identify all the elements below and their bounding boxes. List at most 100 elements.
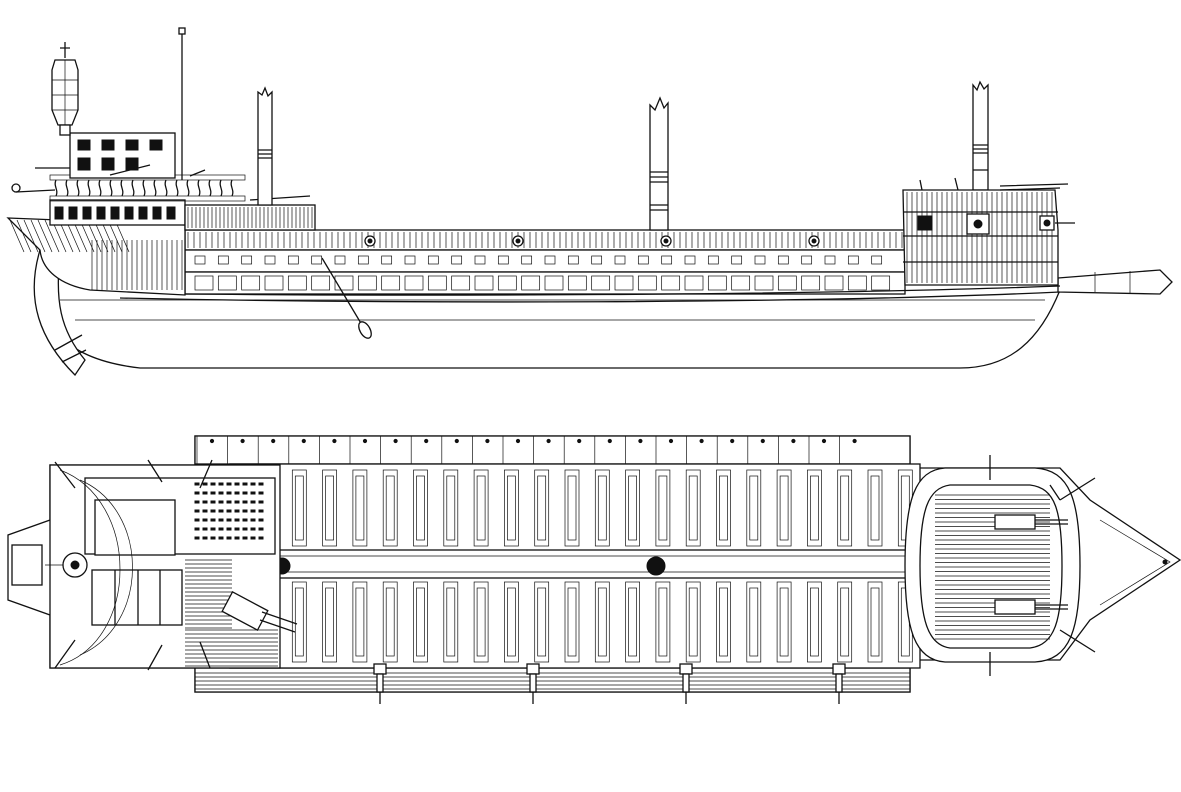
bench-seat-lower xyxy=(719,587,728,657)
grating-mark xyxy=(194,536,200,540)
grating-mark xyxy=(202,518,208,522)
mast-main xyxy=(649,96,669,231)
oar-port xyxy=(754,255,766,265)
rowing-bench-lower xyxy=(413,581,428,663)
rowing-bench-lower xyxy=(685,581,701,663)
bench-seat-upper xyxy=(719,475,728,541)
bracket-arm xyxy=(835,673,843,693)
rowing-bench-upper xyxy=(655,469,671,547)
gangway-peg xyxy=(852,438,857,444)
bench-seat-lower xyxy=(688,587,698,657)
grating-mark xyxy=(250,509,256,513)
grating-mark xyxy=(234,518,240,522)
bench-seat-upper xyxy=(597,475,607,541)
grating-mark xyxy=(202,527,208,531)
gangway-peg xyxy=(668,438,674,444)
oar-port xyxy=(871,255,883,265)
outrigger-panel xyxy=(847,275,867,291)
outrigger-panel xyxy=(684,275,704,291)
rowing-bench-upper xyxy=(807,469,822,547)
bench-seat-upper xyxy=(779,475,789,541)
bench-seat-upper xyxy=(628,475,637,541)
outrigger-panel xyxy=(287,275,307,291)
oar-port xyxy=(544,255,556,265)
gangway-peg xyxy=(301,438,306,444)
rowing-bench-upper xyxy=(352,469,368,547)
outrigger-panel xyxy=(451,275,471,291)
gangway-peg xyxy=(760,438,765,444)
baluster xyxy=(120,179,124,197)
rowing-bench-upper xyxy=(534,469,550,547)
bracket-plate xyxy=(679,663,693,675)
rowing-bench-lower xyxy=(776,581,792,663)
gangway-peg xyxy=(332,438,337,444)
bench-seat-lower xyxy=(476,587,486,657)
grating-mark xyxy=(258,518,264,522)
baluster xyxy=(197,179,201,197)
grating-mark xyxy=(194,491,200,495)
bracket-arm xyxy=(529,673,537,693)
grating-mark xyxy=(202,536,208,540)
outrigger-panel xyxy=(824,275,844,291)
rowing-bench-upper xyxy=(443,469,459,547)
gangway-peg xyxy=(515,438,521,444)
grating-mark xyxy=(210,500,216,504)
grating-mark xyxy=(242,491,248,495)
gangway-peg xyxy=(240,438,245,444)
stern-window xyxy=(96,206,106,220)
outrigger-panel xyxy=(264,275,284,291)
baluster xyxy=(54,179,58,197)
deck-port-center xyxy=(811,238,817,244)
bracket-arm xyxy=(682,673,690,693)
bench-seat-upper xyxy=(870,475,880,541)
outrigger-panel xyxy=(521,275,541,291)
outrigger-panel xyxy=(404,275,424,291)
rowing-bench-upper xyxy=(776,469,792,547)
rowing-bench-upper xyxy=(837,469,853,547)
bracket-plate xyxy=(526,663,540,675)
outrigger-panel xyxy=(754,275,774,291)
oar-port xyxy=(521,255,533,265)
deck-port-center xyxy=(515,238,521,244)
rowing-bench-lower xyxy=(594,581,610,663)
grating-mark xyxy=(218,491,224,495)
mast-aft xyxy=(257,86,273,206)
oar-port xyxy=(567,255,579,265)
gunwale-rail xyxy=(184,229,906,251)
oar-port xyxy=(194,255,206,265)
rowing-bench-lower xyxy=(655,581,671,663)
bench-seat-upper xyxy=(507,475,516,541)
grating-mark xyxy=(218,527,224,531)
rowing-bench-upper xyxy=(685,469,701,547)
baluster xyxy=(131,179,135,197)
baluster xyxy=(76,179,80,197)
gangway-peg xyxy=(821,438,827,444)
bench-seat-upper xyxy=(840,475,850,541)
grating-mark xyxy=(210,482,216,486)
outrigger-bracket xyxy=(526,663,540,704)
rowing-bench-lower xyxy=(867,581,883,663)
baluster xyxy=(219,179,223,197)
bench-seat-upper xyxy=(476,475,486,541)
bench-seat-upper xyxy=(446,475,456,541)
outrigger-panel xyxy=(474,275,494,291)
bench-seat-lower xyxy=(416,587,425,657)
bow-spur xyxy=(1057,269,1173,295)
stern-hatch-line xyxy=(44,219,60,253)
central-gangway xyxy=(231,549,913,579)
stern-window xyxy=(110,206,120,220)
bench-seat-upper xyxy=(294,475,304,541)
bench-seat-lower xyxy=(355,587,365,657)
gangway-peg xyxy=(791,438,796,444)
rowing-bench-upper xyxy=(564,469,580,547)
stern-window xyxy=(138,206,148,220)
rowing-bench-lower xyxy=(382,581,398,663)
outrigger-panel xyxy=(801,275,821,291)
grating-mark xyxy=(258,491,264,495)
oar-port xyxy=(684,255,696,265)
outrigger-bracket xyxy=(373,663,387,704)
oar-port xyxy=(591,255,603,265)
grating-mark xyxy=(218,518,224,522)
grating-mark xyxy=(234,482,240,486)
